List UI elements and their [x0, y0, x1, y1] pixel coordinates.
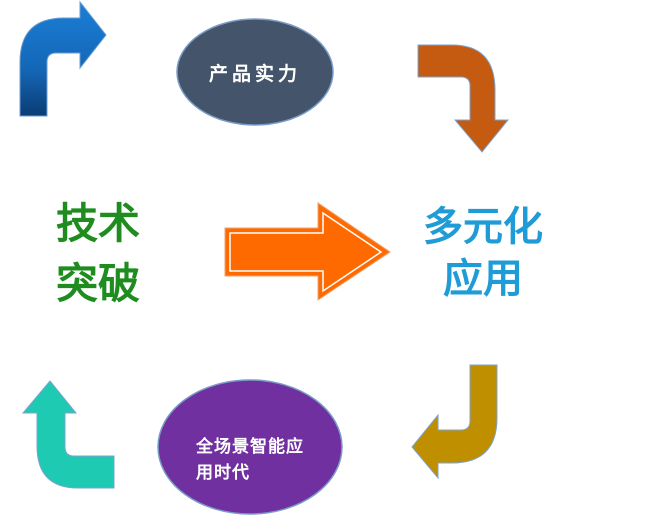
- top-node-ellipse: [176, 18, 334, 126]
- gold-curved-arrow-icon: [411, 364, 498, 480]
- top-node-label: 产品实力: [209, 62, 301, 85]
- orange-curved-arrow-icon: [417, 44, 510, 153]
- bottom-node-label-line2: 用时代: [196, 462, 250, 483]
- teal-curved-arrow-icon: [21, 380, 115, 489]
- left-text-line1: 技术: [56, 199, 140, 248]
- bottom-node-label-line1: 全场景智能应: [195, 436, 304, 457]
- blue-curved-arrow-icon: [19, 0, 107, 117]
- left-text-line2: 突破: [56, 259, 140, 308]
- bottom-node-ellipse: [157, 379, 343, 515]
- center-arrow-inner-outline: [229, 211, 383, 293]
- right-text-line1: 多元化: [423, 204, 543, 250]
- right-text-line2: 应用: [443, 256, 523, 302]
- center-right-arrow-icon: [224, 202, 391, 301]
